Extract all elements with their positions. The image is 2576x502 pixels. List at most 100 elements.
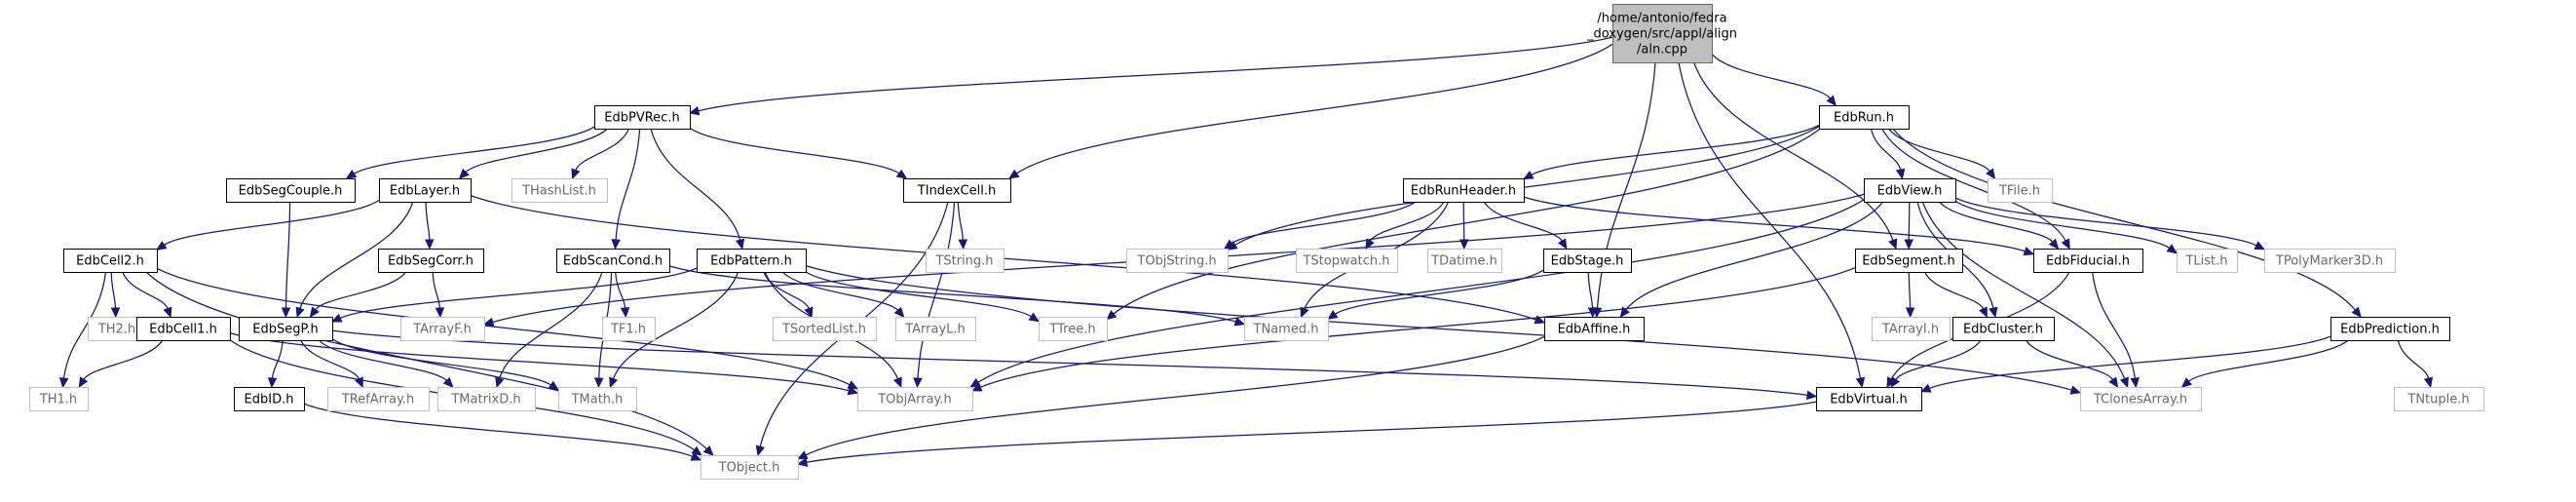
node-runheader[interactable]: EdbRunHeader.h: [1403, 178, 1525, 203]
edge-fiducial-to-tclonesarray: [2091, 271, 2140, 389]
node-label: TF1.h: [610, 323, 646, 337]
node-pvrec[interactable]: EdbPVRec.h: [594, 105, 691, 130]
edge-pattern-to-tmath: [609, 271, 739, 389]
edge-scancond-to-tnamed: [668, 265, 1246, 327]
node-tlist: TList.h: [2177, 249, 2238, 273]
node-fiducial[interactable]: EdbFiducial.h: [2033, 249, 2143, 273]
node-cell2[interactable]: EdbCell2.h: [63, 249, 158, 273]
node-label: EdbCell2.h: [76, 254, 144, 269]
node-view[interactable]: EdbView.h: [1864, 178, 1956, 203]
edge-aln-to-run: [1711, 53, 1837, 106]
node-aln: /home/antonio/fedra_doxygen/src/appl/ali…: [1586, 4, 1737, 63]
node-run[interactable]: EdbRun.h: [1819, 105, 1910, 130]
node-label: EdbSegment.h: [1862, 254, 1955, 269]
edge-tindexcell-to-tstring: [957, 201, 968, 251]
edge-prediction-to-virtual: [1919, 335, 2331, 393]
node-layer[interactable]: EdbLayer.h: [379, 178, 472, 203]
edge-aln-to-tindexcell: [1007, 43, 1613, 179]
node-label: EdbSegCouple.h: [239, 184, 343, 199]
node-label: TObject.h: [718, 461, 780, 476]
edge-pattern-to-tsortedlist: [763, 271, 814, 319]
node-segment[interactable]: EdbSegment.h: [1855, 249, 1963, 273]
node-label: TTree.h: [1048, 323, 1095, 337]
node-affine[interactable]: EdbAffine.h: [1544, 317, 1645, 341]
edge-stage-to-tnamed: [1326, 269, 1544, 320]
node-label: EdbRun.h: [1834, 111, 1894, 126]
edge-segp-to-virtual: [331, 329, 1818, 401]
node-label: TObjString.h: [1136, 254, 1216, 269]
node-stage[interactable]: EdbStage.h: [1543, 249, 1632, 273]
node-label: _doxygen/src/appl/align: [1586, 27, 1737, 42]
edge-segcorr-to-segp: [309, 271, 407, 319]
node-tdatime: TDatime.h: [1427, 249, 1502, 273]
edge-pattern-to-tarrayl: [781, 271, 905, 318]
edge-affine-to-tobject: [796, 335, 1545, 460]
node-label: EdbFiducial.h: [2046, 254, 2130, 269]
node-prediction[interactable]: EdbPrediction.h: [2330, 317, 2450, 341]
header-file-nodes: /home/antonio/fedra_doxygen/src/appl/ali…: [29, 4, 2484, 480]
edge-virtual-to-tobject: [796, 401, 1817, 467]
node-segcouple[interactable]: EdbSegCouple.h: [226, 178, 356, 203]
edge-cluster-to-tclonesarray: [2025, 339, 2119, 389]
node-tindexcell[interactable]: TIndexCell.h: [903, 178, 1011, 203]
node-virtual[interactable]: EdbVirtual.h: [1816, 387, 1922, 411]
edge-pattern-to-segp: [330, 267, 698, 323]
node-label: EdbScanCond.h: [563, 254, 663, 269]
node-scancond[interactable]: EdbScanCond.h: [556, 249, 670, 273]
edge-view-to-tpolymarker3d: [1954, 197, 2266, 251]
node-label: EdbRunHeader.h: [1411, 184, 1516, 199]
edge-aln-to-pvrec: [688, 36, 1613, 116]
node-label: EdbView.h: [1877, 184, 1943, 199]
edge-aln-to-virtual: [1678, 61, 1866, 389]
edge-cluster-to-virtual: [1890, 339, 1982, 389]
edge-segment-to-tobjarray: [970, 267, 1856, 392]
node-label: EdbVirtual.h: [1830, 393, 1908, 407]
node-label: EdbPVRec.h: [604, 111, 679, 126]
node-label: TDatime.h: [1430, 254, 1497, 269]
edge-segp-to-tmatrixd: [318, 339, 454, 388]
node-cell1[interactable]: EdbCell1.h: [136, 317, 231, 341]
node-label: TRefArray.h: [341, 393, 415, 407]
edge-cell2-to-th1: [58, 271, 107, 389]
node-label: TMath.h: [571, 393, 624, 407]
edge-run-to-tfile: [1888, 128, 1996, 180]
node-label: TH2.h: [97, 323, 135, 337]
edge-segp-to-trefarray: [300, 339, 363, 389]
edge-id-to-tobject: [303, 403, 702, 461]
edge-segcouple-to-segp: [281, 201, 291, 319]
node-cluster[interactable]: EdbCluster.h: [1952, 317, 2055, 341]
edge-view-to-tlist: [1954, 200, 2178, 254]
node-label: TIndexCell.h: [917, 184, 996, 199]
node-ttree: TTree.h: [1039, 317, 1108, 341]
edge-segp-to-tmath: [331, 338, 560, 391]
edge-view-to-fiducial: [1939, 201, 2060, 250]
node-label: EdbCluster.h: [1963, 323, 2043, 337]
node-label: TArrayF.h: [412, 323, 472, 337]
node-thashlist: THashList.h: [511, 178, 608, 203]
edge-cell2-to-tobject: [145, 271, 714, 456]
node-label: THashList.h: [521, 184, 596, 199]
node-id[interactable]: EdbID.h: [234, 387, 305, 411]
edge-prediction-to-tclonesarray: [2180, 339, 2349, 388]
node-label: /home/antonio/fedra: [1597, 12, 1726, 26]
edge-layer-to-cell2: [155, 199, 380, 251]
node-tclonesarray: TClonesArray.h: [2080, 387, 2202, 411]
node-segp[interactable]: EdbSegP.h: [239, 317, 333, 341]
edge-layer-to-segcorr: [425, 201, 435, 251]
node-label: TList.h: [2184, 254, 2227, 269]
edge-pattern-to-tclonesarray: [805, 265, 2082, 395]
edge-view-to-segment: [1904, 201, 1913, 251]
edge-view-to-affine: [1619, 201, 1884, 318]
edge-run-to-view: [1870, 128, 1906, 180]
edge-run-to-prediction: [1892, 128, 2362, 318]
node-segcorr[interactable]: EdbSegCorr.h: [378, 249, 484, 273]
edge-scancond-to-tmatrixd: [495, 271, 603, 389]
edge-pvrec-to-segcouple: [345, 126, 595, 179]
edge-view-to-tclonesarray: [1921, 201, 2129, 389]
node-tstring: TString.h: [926, 249, 1004, 273]
node-tf1: TF1.h: [602, 317, 656, 341]
node-label: TString.h: [934, 254, 993, 269]
node-tmatrixd: TMatrixD.h: [437, 387, 536, 411]
edge-segp-to-id: [267, 339, 284, 389]
node-pattern[interactable]: EdbPattern.h: [697, 249, 807, 273]
